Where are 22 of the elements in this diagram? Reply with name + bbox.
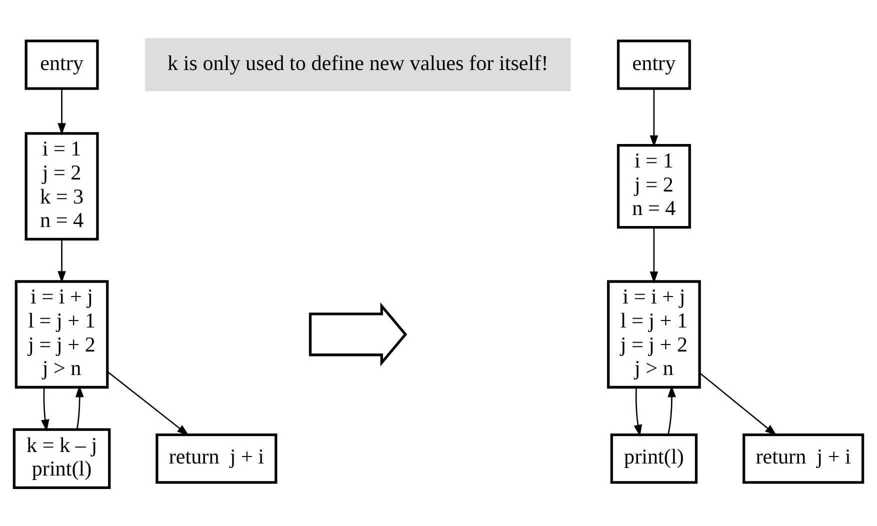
node-box: i = i + j l = j + 1 j = j + 2 j > n	[14, 280, 109, 389]
arrow	[650, 227, 658, 284]
node-box: i = i + j l = j + 1 j = j + 2 j > n	[607, 280, 701, 389]
node-box: print(l)	[610, 434, 698, 484]
arrow	[650, 88, 658, 148]
node-arrow	[308, 302, 408, 366]
arrow	[107, 371, 189, 436]
arrow	[58, 239, 66, 284]
node-box: k is only used to define new values for itself!	[145, 38, 571, 92]
node-box: entry	[616, 40, 691, 90]
node-box: i = 1 j = 2 n = 4	[616, 144, 691, 229]
node-box: k = k – j print(l)	[12, 428, 111, 490]
node-box: return j + i	[156, 434, 278, 484]
arrow	[668, 385, 676, 435]
node-box: i = 1 j = 2 k = 3 n = 4	[24, 132, 99, 241]
arrow	[634, 387, 642, 437]
node-box: return j + i	[742, 434, 864, 484]
arrow	[40, 387, 50, 432]
arrow	[75, 385, 84, 430]
arrow	[699, 372, 777, 436]
arrow	[58, 88, 66, 136]
node-box: entry	[24, 40, 99, 90]
